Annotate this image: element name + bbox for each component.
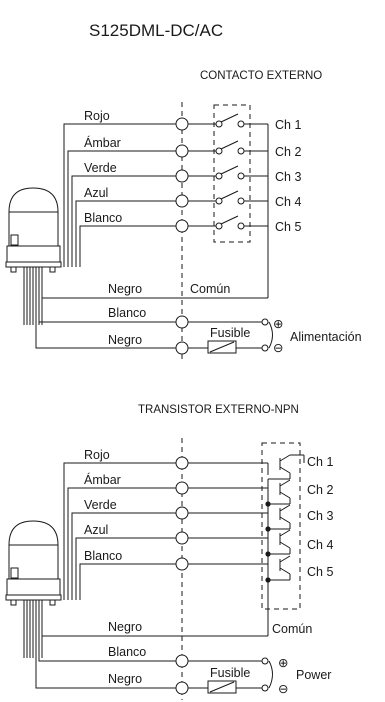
wire-label: Blanco <box>84 549 122 563</box>
power-supply-top <box>188 318 273 354</box>
terminal-ambar <box>175 481 189 495</box>
wire-label: Azul <box>84 523 108 537</box>
channel-label: Ch 2 <box>307 483 333 497</box>
channel-label: Ch 2 <box>275 145 301 159</box>
wire-label: Ámbar <box>84 472 121 487</box>
external-contacts-box <box>213 104 251 243</box>
transistor-section: TRANSISTOR EXTERNO-NPN <box>5 404 333 700</box>
wires-bottom <box>35 462 182 689</box>
wire-label-blanco: Blanco <box>108 306 146 320</box>
external-transistors-box <box>261 442 301 610</box>
wire-label: Blanco <box>84 211 122 225</box>
wire-label: Ámbar <box>84 135 121 150</box>
contact-section: CONTACTO EXTERNO <box>5 70 362 360</box>
terminal-verde <box>175 506 189 520</box>
terminal-blanco-power <box>175 315 189 329</box>
fuse-label: Fusible <box>210 326 250 340</box>
comun-label: Común <box>190 282 230 296</box>
plus-symbol: ⊕ <box>278 656 288 670</box>
diagram-title: S125DML-DC/AC <box>89 21 223 40</box>
power-supply-bottom <box>188 657 273 694</box>
channel-label: Ch 4 <box>275 195 301 209</box>
contact-switches <box>182 113 269 299</box>
minus-symbol: ⊖ <box>273 341 283 355</box>
comun-label: Común <box>272 622 312 636</box>
cable-bundle-top <box>23 267 43 325</box>
wire-label: Rojo <box>84 448 110 462</box>
wire-label: Rojo <box>84 109 110 123</box>
power-label: Power <box>296 668 331 682</box>
terminal-blanco <box>175 219 189 233</box>
wire-label: Verde <box>84 161 117 175</box>
channel-label: Ch 5 <box>307 565 333 579</box>
channel-label: Ch 1 <box>275 118 301 132</box>
beacon-device-top <box>5 187 62 273</box>
channel-label: Ch 1 <box>307 455 333 469</box>
plus-symbol: ⊕ <box>273 317 283 331</box>
channel-label: Ch 3 <box>307 509 333 523</box>
terminal-ambar <box>175 144 189 158</box>
terminal-rojo <box>175 456 189 470</box>
transistor-header: TRANSISTOR EXTERNO-NPN <box>138 404 299 416</box>
wire-label-negro: Negro <box>108 333 142 347</box>
terminal-blanco <box>175 557 189 571</box>
channel-label: Ch 5 <box>275 220 301 234</box>
npn-transistors <box>182 454 305 637</box>
fuse-label: Fusible <box>210 666 250 680</box>
channel-label: Ch 3 <box>275 170 301 184</box>
wires-top <box>35 123 182 349</box>
terminal-azul <box>175 194 189 208</box>
terminal-negro-power <box>175 681 189 695</box>
terminal-azul <box>175 531 189 545</box>
wire-label: Azul <box>84 186 108 200</box>
wire-label-negro: Negro <box>108 282 142 296</box>
wire-label-negro: Negro <box>108 620 142 634</box>
minus-symbol: ⊖ <box>278 682 288 696</box>
wire-label: Verde <box>84 498 117 512</box>
wire-label-negro: Negro <box>108 672 142 686</box>
beacon-device-bottom <box>5 520 62 606</box>
power-label: Alimentación <box>290 330 362 344</box>
cable-bundle-bottom <box>23 600 43 658</box>
terminal-rojo <box>175 117 189 131</box>
channel-label: Ch 4 <box>307 538 333 552</box>
terminal-negro-power <box>175 341 189 355</box>
wire-label-blanco: Blanco <box>108 645 146 659</box>
terminal-verde <box>175 169 189 183</box>
terminal-blanco-power <box>175 654 189 668</box>
contact-header: CONTACTO EXTERNO <box>200 70 322 82</box>
